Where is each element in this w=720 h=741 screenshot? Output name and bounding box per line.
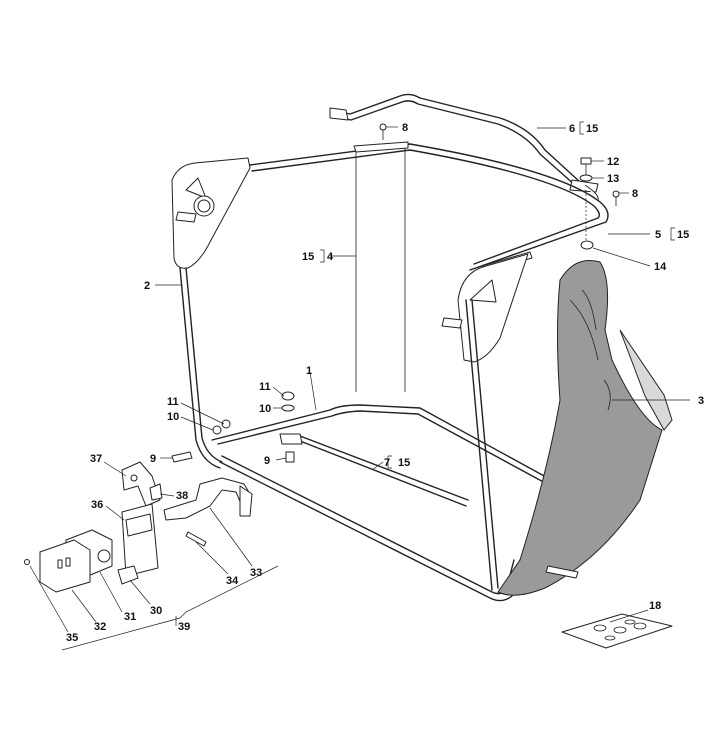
label-14: 14 <box>654 261 667 273</box>
label-39: 39 <box>178 621 190 633</box>
label-10-mid: 10 <box>259 403 271 415</box>
label-32: 32 <box>94 621 106 633</box>
right-side-plate <box>441 253 529 363</box>
label-15-b: 15 <box>677 229 689 241</box>
latch-assembly <box>24 461 253 593</box>
label-8-right: 8 <box>632 188 638 200</box>
label-7: 7 <box>384 457 390 469</box>
label-13: 13 <box>607 173 619 185</box>
label-10-left: 10 <box>167 411 179 423</box>
label-11-left: 11 <box>167 396 179 408</box>
label-3: 3 <box>698 395 704 407</box>
label-15-d: 15 <box>398 457 410 469</box>
left-vertical-tube <box>179 267 223 469</box>
fasteners <box>171 123 620 463</box>
left-side-plate <box>171 157 251 269</box>
leader-lines <box>29 121 690 651</box>
label-5: 5 <box>655 229 661 241</box>
label-8-top: 8 <box>402 122 408 134</box>
grass-bag <box>497 260 673 596</box>
label-9-mid: 9 <box>264 455 270 467</box>
label-31: 31 <box>124 611 136 623</box>
right-vertical-tube <box>465 299 499 591</box>
label-9-left: 9 <box>150 453 156 465</box>
label-36: 36 <box>91 499 103 511</box>
label-37: 37 <box>90 453 102 465</box>
label-35: 35 <box>66 632 78 644</box>
label-6: 6 <box>569 123 575 135</box>
label-38: 38 <box>176 490 188 502</box>
label-4: 4 <box>327 251 334 263</box>
part-labels: 8 6 15 12 13 8 5 15 14 15 4 2 3 1 11 10 … <box>66 122 704 644</box>
label-11-mid: 11 <box>259 381 271 393</box>
hardware-bag <box>561 613 673 649</box>
label-33: 33 <box>250 567 262 579</box>
label-34: 34 <box>226 575 239 587</box>
label-18: 18 <box>649 600 661 612</box>
label-15-c: 15 <box>302 251 314 263</box>
cross-bar <box>279 433 469 507</box>
label-1: 1 <box>306 365 312 377</box>
label-15-a: 15 <box>586 123 598 135</box>
label-2: 2 <box>144 280 150 292</box>
label-12: 12 <box>607 156 619 168</box>
top-handle-bar <box>329 93 599 193</box>
label-30: 30 <box>150 605 162 617</box>
rear-fabric-panel <box>355 145 406 392</box>
